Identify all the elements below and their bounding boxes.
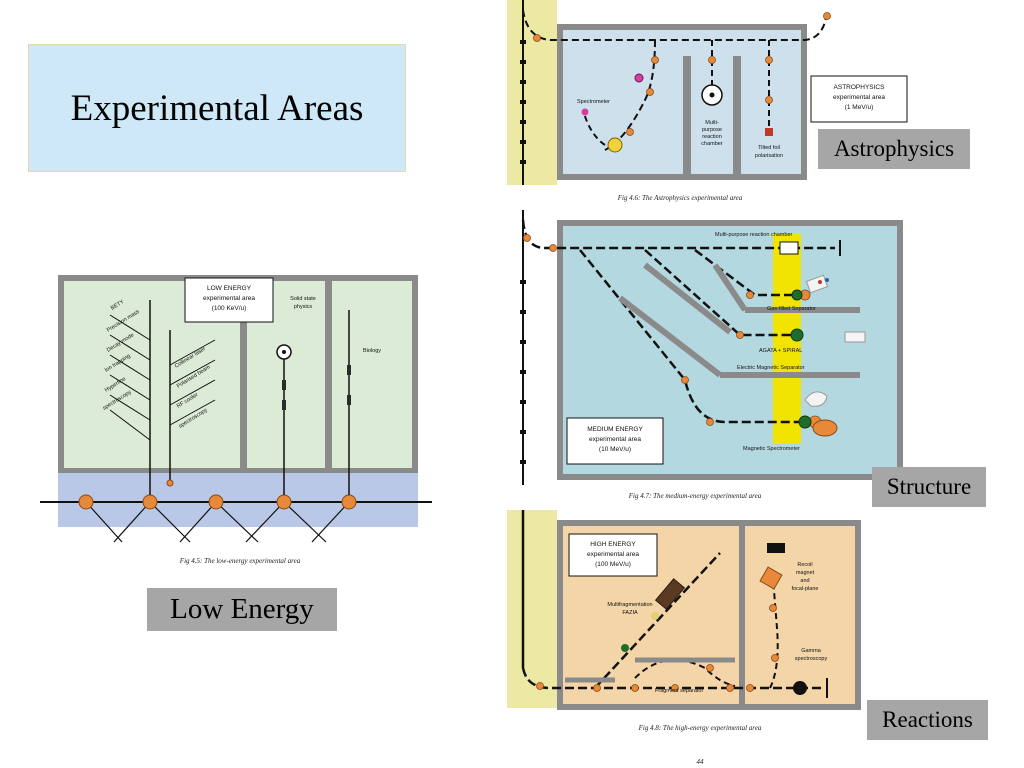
- svg-text:experimental area: experimental area: [589, 436, 641, 443]
- spectrometer-label: Spectrometer: [577, 99, 610, 105]
- svg-text:reaction: reaction: [702, 134, 722, 140]
- chamber-label: Multi- purpose reaction chamber: [701, 120, 723, 147]
- low-energy-cross-lines: [85, 501, 350, 543]
- svg-text:FAZIA: FAZIA: [622, 610, 638, 616]
- low-energy-beam-components: [282, 365, 351, 410]
- magnetic-spectrometer-label: Magnetic Spectrometer: [743, 446, 800, 452]
- svg-text:(1 MeV/u): (1 MeV/u): [845, 104, 874, 111]
- medium-energy-area-box: [566, 417, 664, 465]
- low-energy-beamline-band: [58, 473, 418, 527]
- gas-filled-label: Gas-filled Separator: [767, 306, 816, 312]
- polarisation-target-icon: [765, 128, 773, 136]
- slide-title-box: Experimental Areas: [28, 44, 406, 172]
- svg-text:HIGH ENERGY: HIGH ENERGY: [590, 541, 636, 548]
- svg-text:chamber: chamber: [701, 141, 723, 147]
- multifragmentation-label: Multifragmentation: [607, 602, 652, 608]
- svg-text:experimental area: experimental area: [203, 295, 255, 302]
- svg-text:polarisation: polarisation: [755, 153, 783, 159]
- electric-magnetic-label: Electric Magnetic Separator: [737, 365, 805, 371]
- astrophysics-main-beamline: [522, 9, 828, 41]
- biology-label: Biology: [363, 348, 381, 354]
- medium-energy-caption: Fig 4.7: The medium-energy experimental …: [628, 492, 762, 500]
- gamma-spectroscopy-label: Gamma: [801, 648, 822, 654]
- low-energy-caption: Fig 4.5: The low-energy experimental are…: [179, 557, 301, 565]
- high-energy-diagram: Multifragmentation FAZIA Fragment separa…: [507, 510, 861, 766]
- svg-text:Multi-: Multi-: [705, 120, 719, 126]
- high-energy-band: [507, 510, 557, 708]
- svg-text:spectroscopy: spectroscopy: [795, 656, 828, 662]
- astrophysics-tag: Astrophysics: [818, 129, 970, 169]
- reaction-chamber-box-icon: [779, 241, 799, 255]
- svg-text:LOW ENERGY: LOW ENERGY: [207, 285, 252, 292]
- medium-energy-equipment-icons: [804, 274, 866, 407]
- svg-text:(100 KeV/u): (100 KeV/u): [212, 305, 247, 312]
- svg-text:Recoil: Recoil: [797, 562, 812, 568]
- svg-text:magnet: magnet: [796, 570, 815, 576]
- svg-text:(10 MeV/u): (10 MeV/u): [599, 446, 631, 453]
- medium-energy-diagram: Multi-purpose reaction chamber Gas-fille…: [520, 210, 903, 500]
- polarisation-label: Tilted foil: [758, 145, 780, 151]
- svg-text:purpose: purpose: [702, 127, 722, 133]
- svg-text:and: and: [800, 578, 809, 584]
- low-energy-area-box: [184, 277, 274, 323]
- page-number: 44: [697, 758, 705, 766]
- gamma-detector-icon: [793, 681, 807, 695]
- slide-title: Experimental Areas: [70, 87, 364, 129]
- astrophysics-area-box: [810, 75, 908, 123]
- low-energy-left-branches: [109, 314, 151, 441]
- fragment-separator-label: Fragment separator: [655, 688, 703, 694]
- mer-chamber-label: Multi-purpose reaction chamber: [715, 232, 793, 238]
- high-energy-room-gamma: [745, 526, 855, 704]
- recoil-magnet-label: Recoil magnet and focal-plane: [792, 562, 819, 592]
- reactions-tag: Reactions: [867, 700, 988, 740]
- medium-energy-main-beamline: [521, 219, 835, 250]
- astrophysics-diagram: Spectrometer Multi- purpose reaction cha…: [507, 0, 908, 202]
- astrophysics-band: [507, 0, 557, 185]
- astrophysics-room: [563, 30, 801, 174]
- low-energy-right-branches: [169, 339, 216, 426]
- fazia-detector-icon: [654, 578, 686, 610]
- svg-text:experimental area: experimental area: [833, 94, 885, 101]
- low-energy-diagram: BETY Precision mass Decay mode Ion trapp…: [40, 275, 432, 565]
- svg-text:experimental area: experimental area: [587, 551, 639, 558]
- high-energy-main-beamline: [521, 667, 825, 690]
- svg-text:focal-plane: focal-plane: [792, 586, 819, 592]
- astrophysics-caption: Fig 4.6: The Astrophysics experimental a…: [617, 194, 743, 202]
- svg-text:ASTROPHYSICS: ASTROPHYSICS: [834, 84, 886, 91]
- svg-text:physics: physics: [294, 304, 313, 310]
- high-energy-area-box: [568, 533, 658, 577]
- svg-text:MEDIUM ENERGY: MEDIUM ENERGY: [587, 426, 643, 433]
- svg-text:(100 MeV/u): (100 MeV/u): [595, 561, 631, 568]
- high-energy-caption: Fig 4.8: The high-energy experimental ar…: [638, 724, 762, 732]
- agata-label: AGATA + SPIRAL: [759, 348, 802, 354]
- structure-tag: Structure: [872, 467, 986, 507]
- low-energy-tag: Low Energy: [147, 588, 337, 631]
- spectrometer-detector-icon: [607, 137, 623, 153]
- recoil-magnet-block-icon: [767, 543, 785, 553]
- low-energy-nodes: [78, 494, 357, 510]
- low-energy-room-biology: [332, 281, 412, 468]
- solid-state-label: Solid state: [290, 296, 316, 302]
